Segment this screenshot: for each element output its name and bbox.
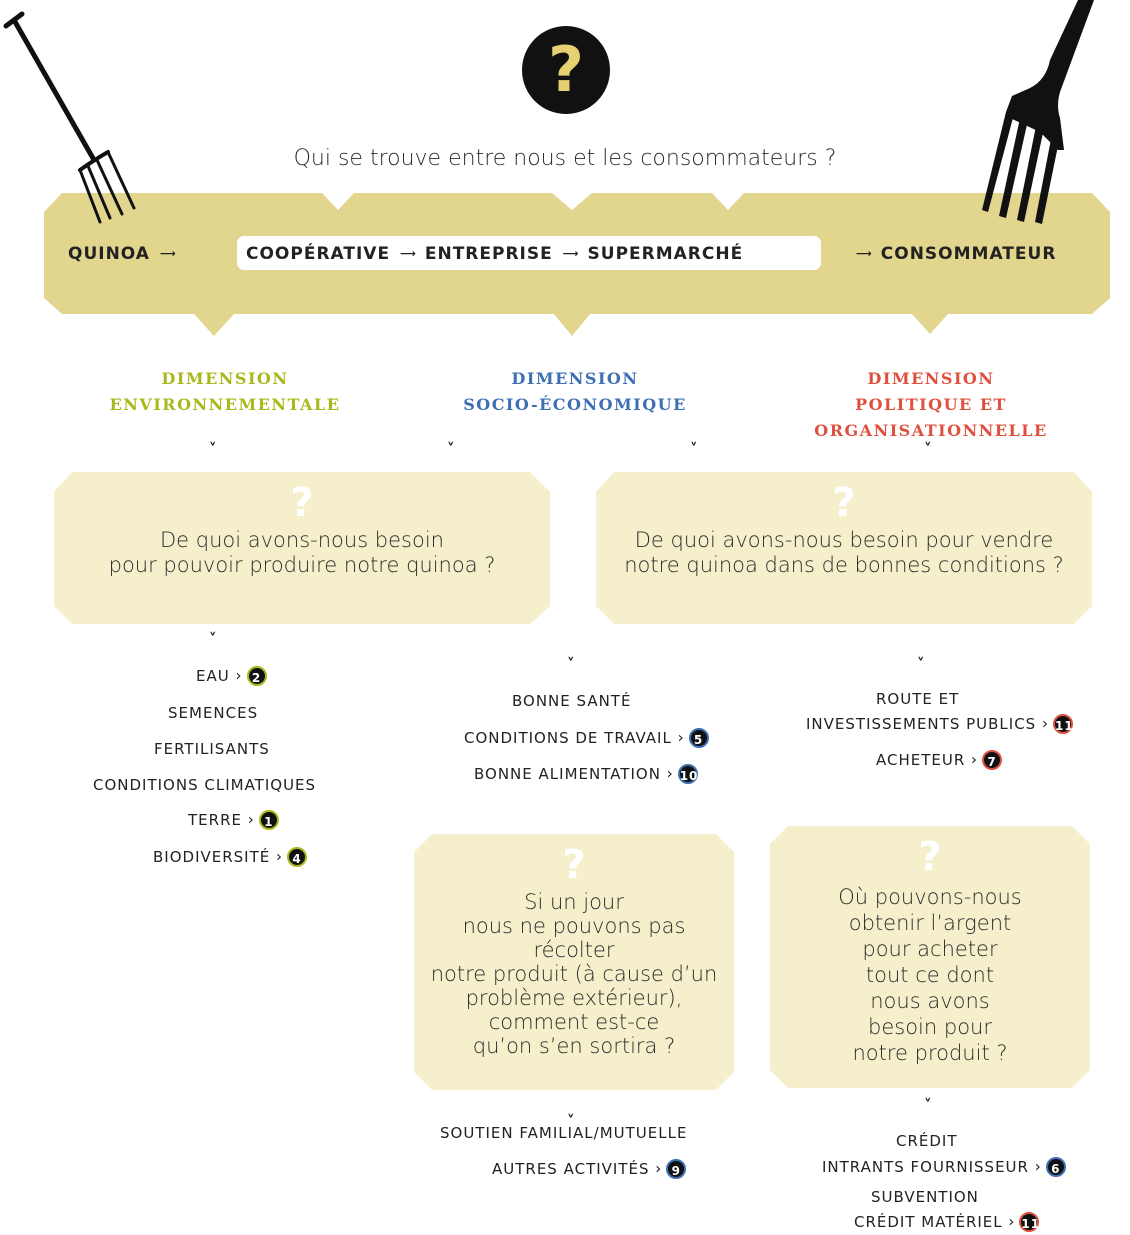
chevron-down-icon: ˅ bbox=[209, 630, 217, 648]
arrow-icon: ⟶ bbox=[562, 247, 580, 260]
reference-badge: 6 bbox=[1045, 1157, 1066, 1177]
item-bonne-sante: BONNE SANTÉ bbox=[512, 692, 632, 710]
dimension-label: DIMENSION bbox=[161, 369, 289, 388]
dimension-socio-economic: DIMENSION SOCIO-ÉCONOMIQUE bbox=[440, 366, 710, 418]
chevron-down-icon: ˅ bbox=[567, 1112, 575, 1130]
arrow-icon: ⟶ bbox=[856, 247, 873, 260]
item-biodiversite: BIODIVERSITÉ ›4 bbox=[153, 847, 308, 867]
reference-badge: 7 bbox=[982, 750, 1003, 770]
item-acheteur: ACHETEUR ›7 bbox=[876, 750, 1003, 770]
dimension-label: ORGANISATIONNELLE bbox=[814, 421, 1048, 440]
chevron-down-icon: ˅ bbox=[924, 440, 932, 458]
item-bonne-alimentation: BONNE ALIMENTATION ›10 bbox=[474, 764, 699, 784]
item-fertilisants: FERTILISANTS bbox=[154, 740, 270, 758]
arrow-icon: ⟶ bbox=[159, 247, 177, 260]
item-terre: TERRE ›1 bbox=[188, 810, 279, 830]
arrow-icon: ⟶ bbox=[400, 247, 417, 260]
intermediaries-highlight bbox=[237, 236, 821, 270]
dimension-label: ENVIRONNEMENTALE bbox=[109, 395, 341, 414]
item-subvention: SUBVENTION bbox=[871, 1188, 979, 1206]
chain-intermediaries: COOPÉRATIVE ⟶ ENTREPRISE ⟶ SUPERMARCHÉ bbox=[246, 244, 743, 264]
item-soutien-familial: SOUTIEN FAMILIAL/MUTUELLE bbox=[440, 1124, 688, 1142]
item-credit: CRÉDIT bbox=[896, 1132, 958, 1150]
question-mark-icon: ? bbox=[562, 842, 586, 888]
dimension-label: DIMENSION bbox=[867, 369, 995, 388]
item-eau: EAU ›2 bbox=[196, 666, 267, 686]
chevron-down-icon: ˅ bbox=[917, 655, 925, 673]
item-intrants-fournisseur: INTRANTS FOURNISSEUR ›6 bbox=[822, 1157, 1066, 1177]
reference-badge: 11 bbox=[1019, 1212, 1040, 1232]
pitchfork-icon bbox=[3, 11, 136, 224]
reference-badge: 10 bbox=[677, 764, 698, 784]
chevron-down-icon: ˅ bbox=[567, 655, 575, 673]
reference-badge: 11 bbox=[1052, 714, 1073, 734]
question-mark-icon: ? bbox=[290, 480, 314, 526]
reference-badge: 9 bbox=[666, 1159, 687, 1179]
chevron-down-icon: ˅ bbox=[447, 440, 455, 458]
item-conditions-travail: CONDITIONS DE TRAVAIL ›5 bbox=[464, 728, 709, 748]
chain-consommateur: ⟶CONSOMMATEUR bbox=[856, 244, 1057, 264]
question-circle bbox=[522, 26, 610, 114]
item-autres-activites: AUTRES ACTIVITÉS ›9 bbox=[492, 1159, 687, 1179]
chevron-down-icon: ˅ bbox=[209, 440, 217, 458]
item-credit-materiel: CRÉDIT MATÉRIEL ›11 bbox=[854, 1212, 1041, 1232]
dimension-label: SOCIO-ÉCONOMIQUE bbox=[463, 395, 687, 414]
right-question-box-shape bbox=[596, 472, 1092, 624]
item-conditions-climatiques: CONDITIONS CLIMATIQUES bbox=[93, 776, 317, 794]
dimension-political: DIMENSION POLITIQUE ET ORGANISATIONNELLE bbox=[796, 366, 1066, 444]
chain-entreprise: ENTREPRISE bbox=[424, 244, 553, 264]
question-mark-icon: ? bbox=[918, 834, 942, 880]
dimension-label: POLITIQUE ET bbox=[855, 395, 1007, 414]
chain-supermarche: SUPERMARCHÉ bbox=[587, 244, 744, 264]
chevron-down-icon: ˅ bbox=[924, 1096, 932, 1114]
mid-bottom-box-shape bbox=[414, 834, 734, 1090]
reference-badge: 5 bbox=[688, 728, 709, 748]
dimension-label: DIMENSION bbox=[511, 369, 639, 388]
item-route: ROUTE ET bbox=[876, 690, 960, 708]
question-mark-icon: ? bbox=[832, 480, 856, 526]
chevron-down-icon: ˅ bbox=[690, 440, 698, 458]
left-question-box-shape bbox=[54, 472, 550, 624]
reference-badge: 1 bbox=[258, 810, 279, 830]
item-investissements-publics: INVESTISSEMENTS PUBLICS ›11 bbox=[806, 714, 1074, 734]
dimension-environmental: DIMENSION ENVIRONNEMENTALE bbox=[90, 366, 360, 418]
question-mark-icon: ? bbox=[548, 33, 584, 106]
chain-quinoa: QUINOA⟶ bbox=[68, 244, 177, 264]
chain-cooperative: COOPÉRATIVE bbox=[246, 244, 391, 264]
right-bottom-box-shape bbox=[770, 826, 1090, 1088]
fork-icon bbox=[982, 0, 1094, 224]
reference-badge: 4 bbox=[287, 847, 308, 867]
item-semences: SEMENCES bbox=[168, 704, 259, 722]
top-question: Qui se trouve entre nous et les consomma… bbox=[293, 146, 837, 171]
reference-badge: 2 bbox=[246, 666, 267, 686]
